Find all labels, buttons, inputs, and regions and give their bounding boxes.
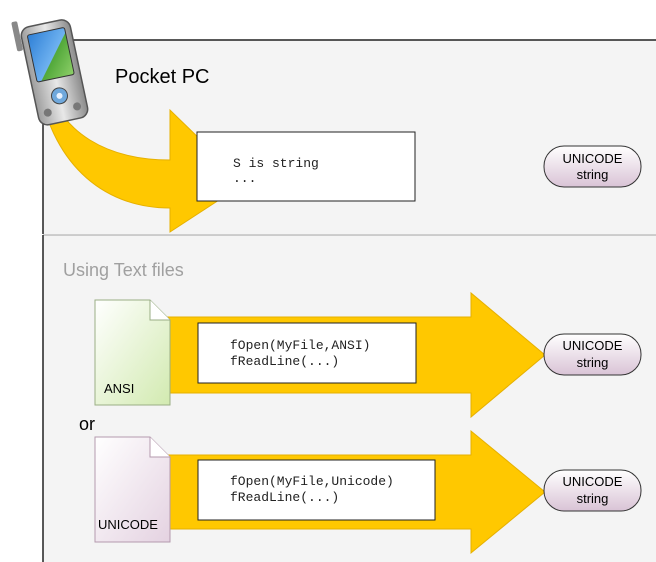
pocket-pc-result-badge	[543, 145, 642, 188]
pocket-pc-code-box	[196, 131, 416, 202]
ansi-row: ANSI fOpen(MyFile,ANSI) fReadLine(...) U…	[94, 291, 642, 419]
text-files-panel: Using Text files ANSI fOpen(MyFile,ANSI)…	[42, 234, 656, 562]
unicode-result-badge	[543, 469, 642, 512]
pocket-pc-code-line-1: S is string	[233, 156, 319, 171]
unicode-file-label: UNICODE	[98, 517, 158, 532]
ansi-code-line-1: fOpen(MyFile,ANSI)	[230, 338, 370, 353]
pocket-pc-device-icon	[11, 19, 89, 126]
unicode-code-box	[197, 459, 436, 521]
ansi-document-icon	[94, 299, 171, 406]
unicode-row: UNICODE fOpen(MyFile,Unicode) fReadLine(…	[94, 429, 642, 555]
unicode-document-icon	[94, 436, 171, 543]
pocket-pc-code-line-2: ...	[233, 171, 256, 186]
pocket-pc-badge-line-2: string	[577, 167, 609, 182]
ansi-badge-line-2: string	[577, 355, 609, 370]
unicode-badge-line-1: UNICODE	[563, 474, 623, 489]
text-files-title: Using Text files	[63, 260, 184, 280]
pocket-pc-title: Pocket PC	[115, 66, 209, 88]
ansi-code-line-2: fReadLine(...)	[230, 354, 339, 369]
unicode-code-line-1: fOpen(MyFile,Unicode)	[230, 474, 394, 489]
or-separator: or	[79, 414, 95, 434]
pocket-pc-panel: Pocket PC S is string ... UNICODE string	[11, 19, 656, 234]
ansi-badge-line-1: UNICODE	[563, 338, 623, 353]
pocket-pc-badge-line-1: UNICODE	[563, 151, 623, 166]
unicode-badge-line-2: string	[577, 491, 609, 506]
ansi-result-badge	[543, 333, 642, 376]
unicode-code-line-2: fReadLine(...)	[230, 490, 339, 505]
ansi-code-box	[197, 322, 417, 384]
pocket-pc-arrow-icon	[37, 74, 246, 233]
ansi-file-label: ANSI	[104, 381, 134, 396]
